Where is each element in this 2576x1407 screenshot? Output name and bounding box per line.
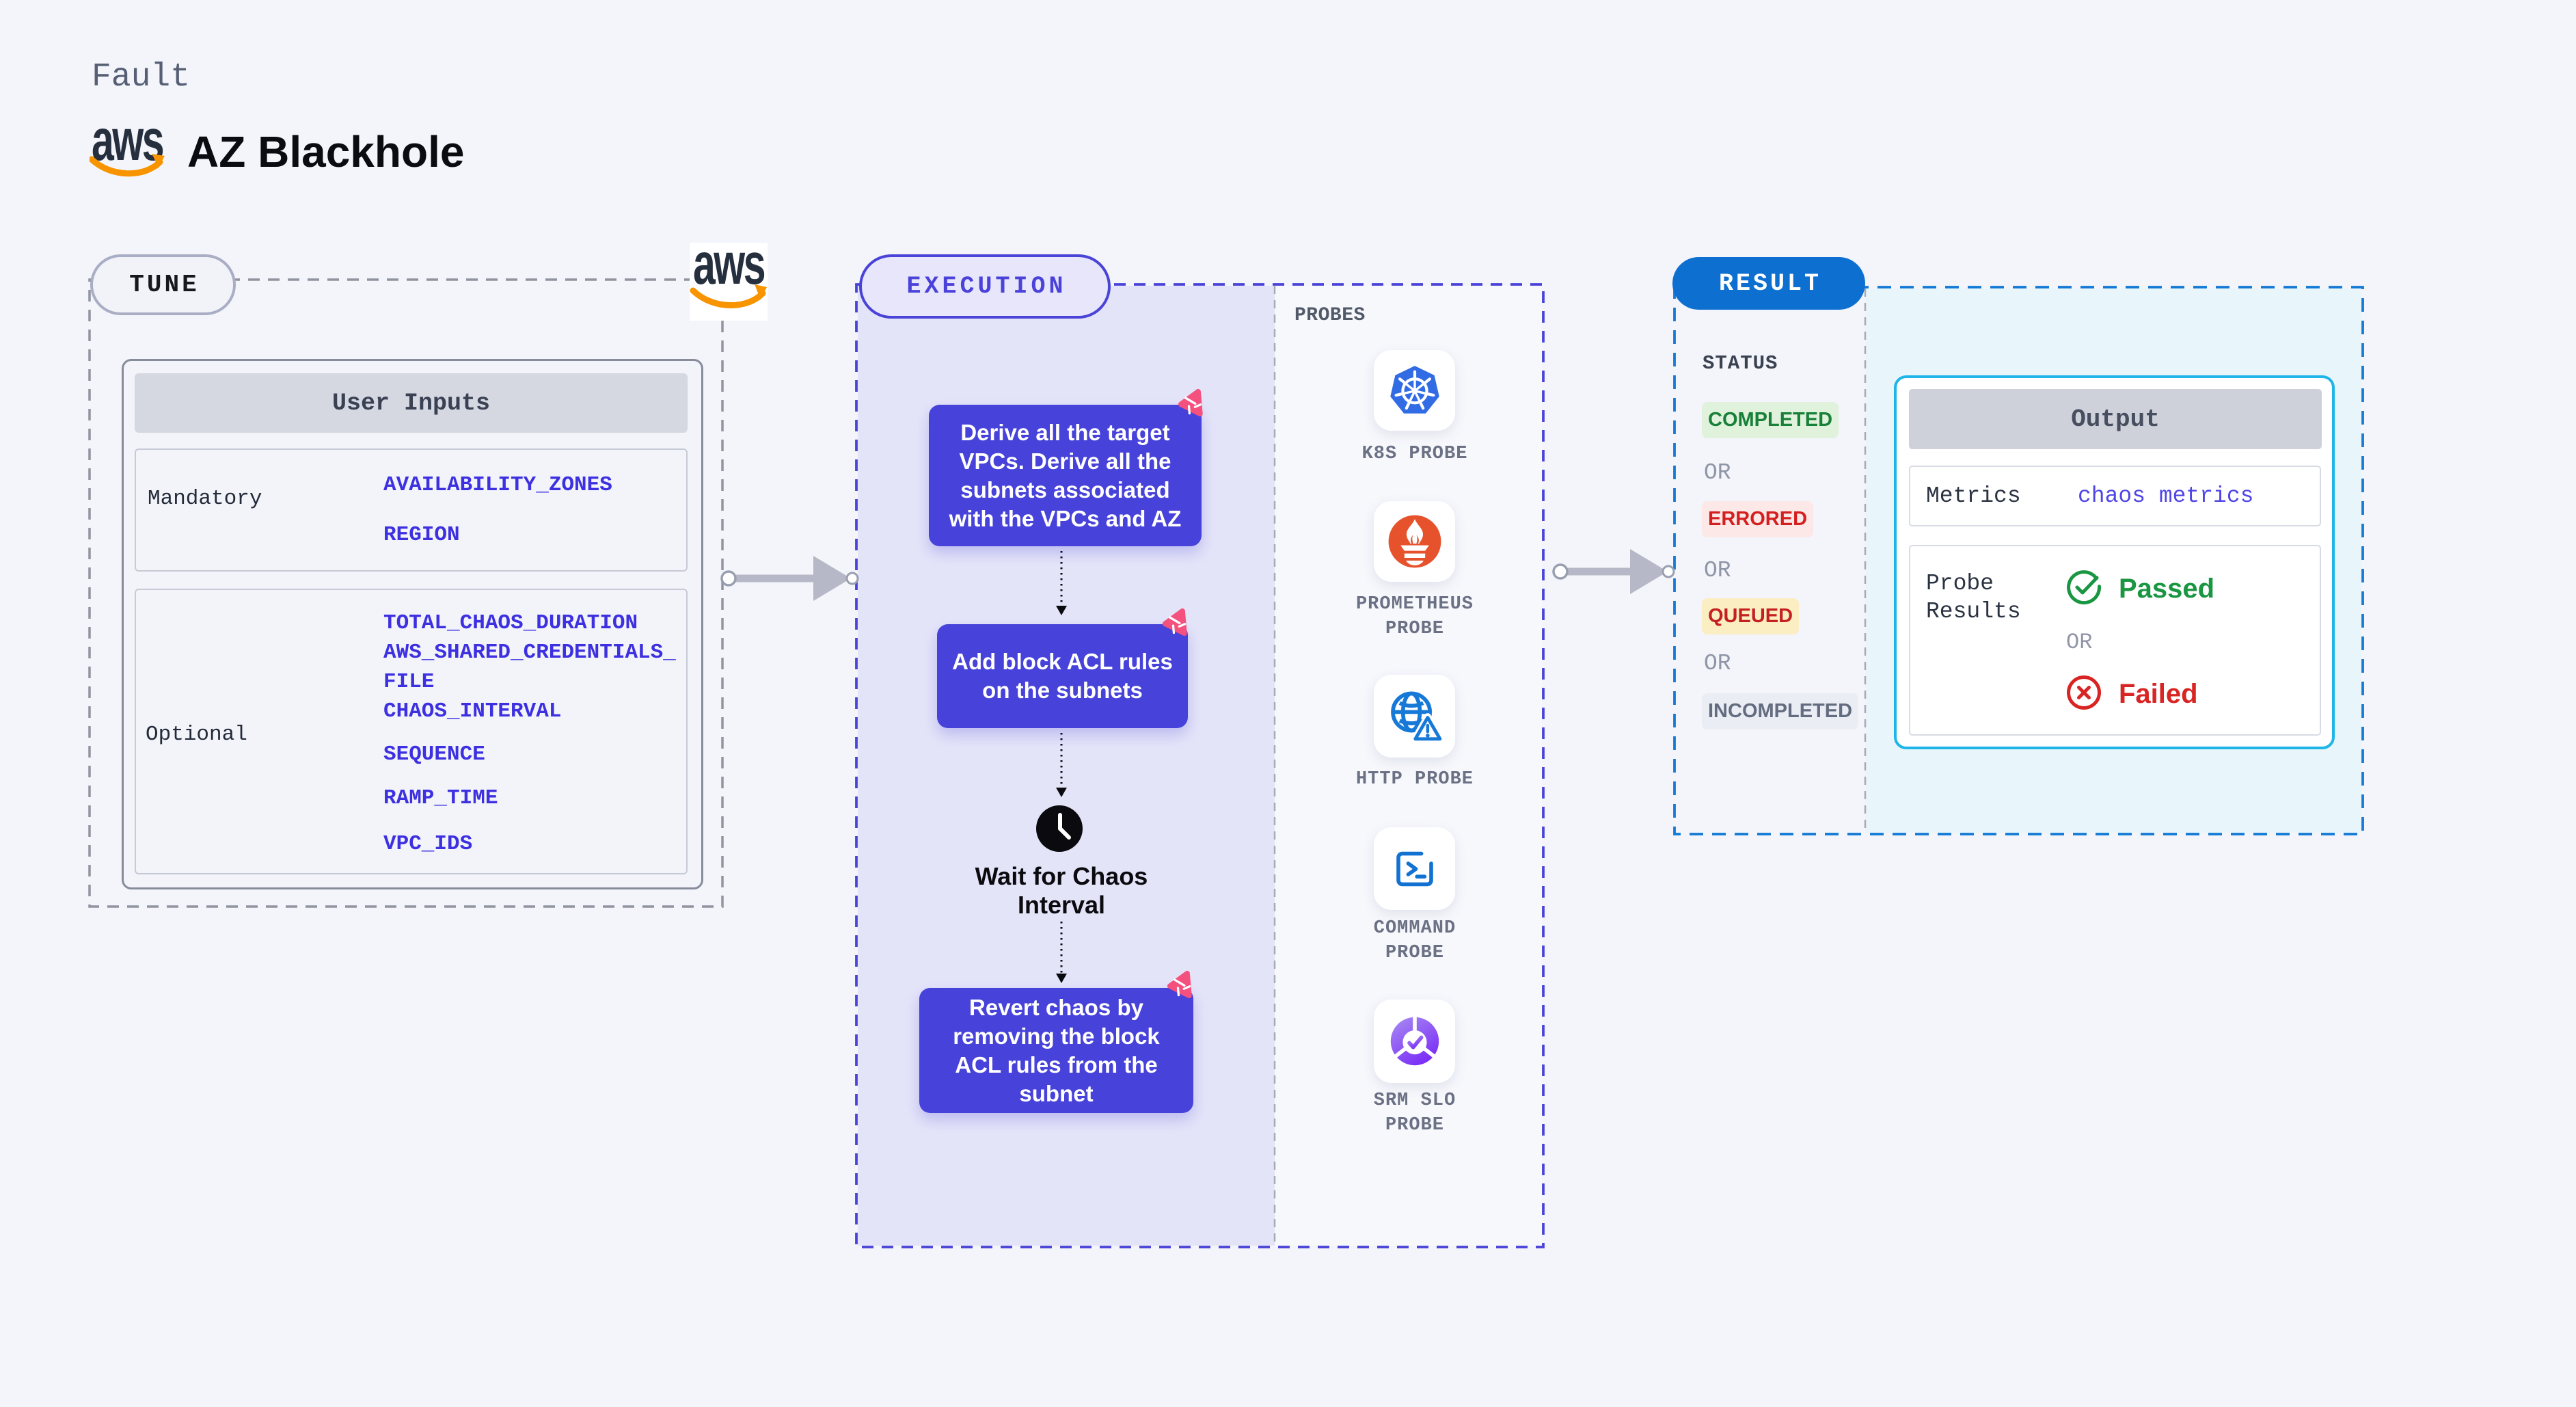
svg-text:aws: aws bbox=[693, 243, 764, 297]
